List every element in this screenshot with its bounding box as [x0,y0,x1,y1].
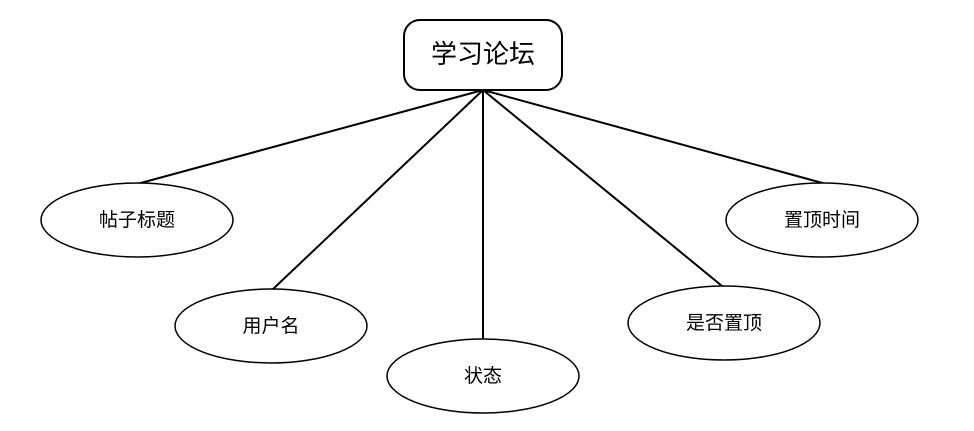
attribute-node-pin-time: 置顶时间 [725,182,919,258]
attribute-label: 状态 [464,365,502,387]
attribute-ellipse [386,338,580,414]
attribute-label: 帖子标题 [99,209,175,231]
edge-post-title [136,89,484,185]
entity-label: 学习论坛 [431,40,535,70]
attribute-label: 置顶时间 [784,209,860,231]
entity-box [403,19,563,91]
attribute-ellipse [40,182,234,258]
attribute-node-post-title: 帖子标题 [40,182,234,258]
attribute-node-is-pinned: 是否置顶 [627,285,821,361]
attribute-ellipse [725,182,919,258]
edge-pin-time [482,89,827,185]
attribute-label: 是否置顶 [686,312,762,334]
attribute-ellipse [174,288,368,364]
attribute-ellipse [627,285,821,361]
edge-is-pinned [482,89,723,287]
attribute-node-username: 用户名 [174,288,368,364]
attribute-node-status: 状态 [386,338,580,414]
edge-username [271,89,484,291]
entity-node: 学习论坛 [403,19,563,91]
attribute-label: 用户名 [242,315,299,337]
